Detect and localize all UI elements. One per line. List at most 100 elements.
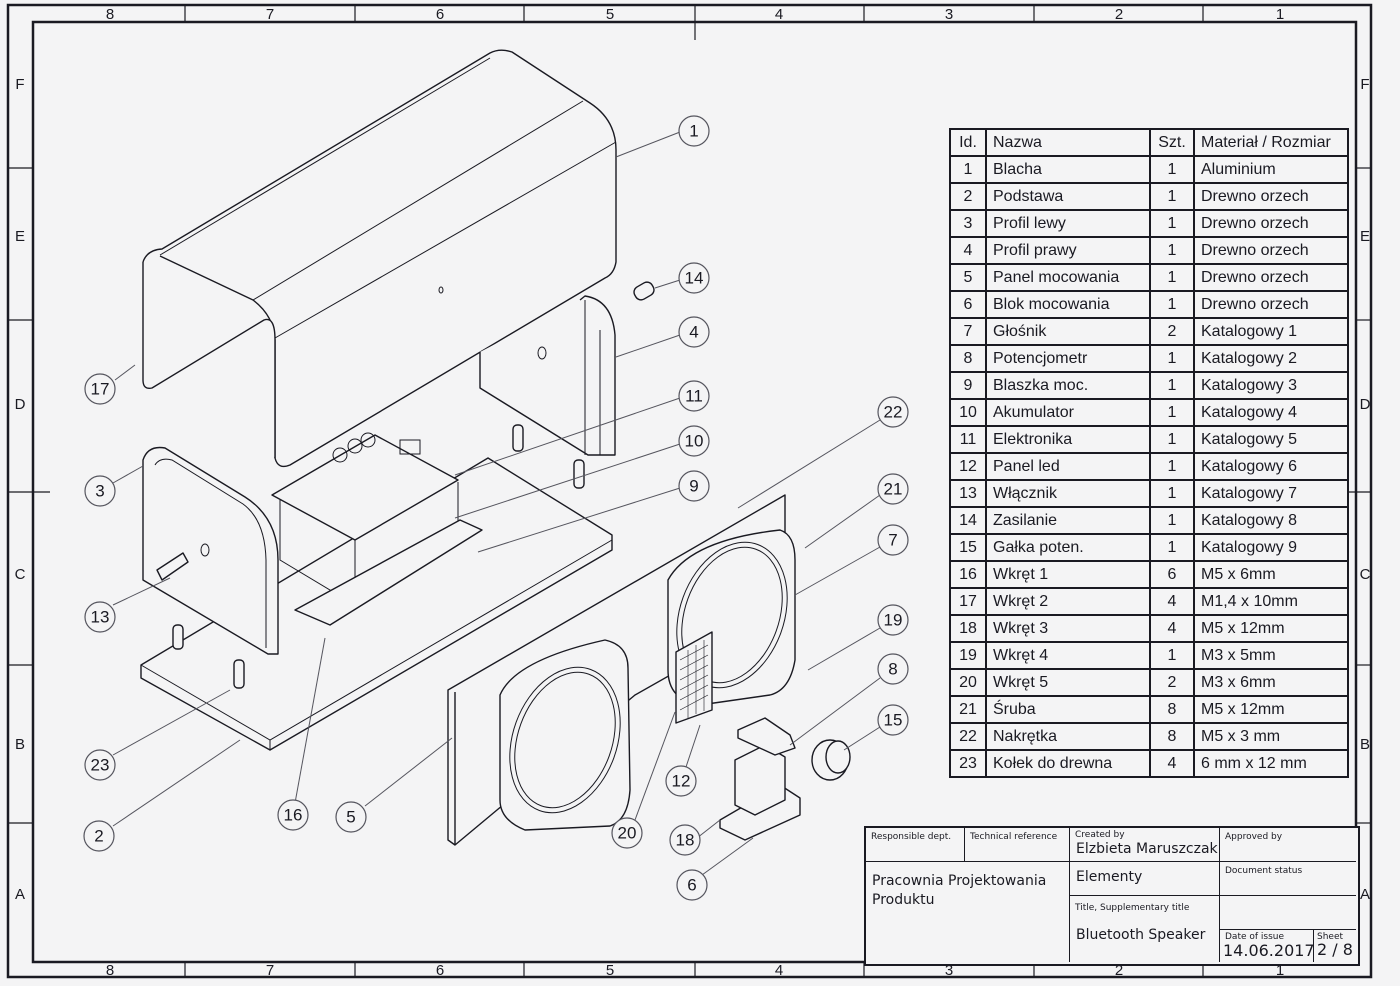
zone-row-A-left: A bbox=[14, 886, 25, 903]
date-of-issue-label: Date of issue bbox=[1225, 932, 1285, 942]
svg-text:22: 22 bbox=[884, 403, 903, 422]
bom-cell-qty: 1 bbox=[1149, 236, 1195, 265]
responsible-dept-cell: Responsible dept. bbox=[866, 828, 965, 862]
svg-text:16: 16 bbox=[284, 806, 303, 825]
bom-cell-material: Drewno orzech bbox=[1193, 263, 1349, 292]
svg-text:9: 9 bbox=[689, 477, 698, 496]
bom-header-row: Id. Nazwa Szt. Materiał / Rozmiar bbox=[949, 128, 1349, 157]
part-12-panel-led bbox=[675, 631, 713, 724]
callout-11: 11 bbox=[678, 380, 710, 412]
bom-cell-material: M5 x 3 mm bbox=[1193, 722, 1349, 751]
bom-cell-id: 6 bbox=[949, 290, 987, 319]
bom-cell-qty: 1 bbox=[1149, 209, 1195, 238]
bom-cell-qty: 4 bbox=[1149, 587, 1195, 616]
document-status-cell: Document status bbox=[1220, 862, 1356, 896]
bom-cell-id: 4 bbox=[949, 236, 987, 265]
callout-18: 18 bbox=[669, 824, 701, 856]
title-block: Responsible dept. Technical reference Cr… bbox=[864, 826, 1360, 966]
bom-cell-name: Blacha bbox=[985, 155, 1151, 184]
bom-cell-name: Wkręt 5 bbox=[985, 668, 1151, 697]
bom-cell-id: 8 bbox=[949, 344, 987, 373]
bom-cell-qty: 1 bbox=[1149, 425, 1195, 454]
bom-cell-id: 22 bbox=[949, 722, 987, 751]
bom-cell-material: Katalogowy 9 bbox=[1193, 533, 1349, 562]
bom-cell-id: 13 bbox=[949, 479, 987, 508]
callout-16: 16 bbox=[277, 799, 309, 831]
bom-cell-name: Włącznik bbox=[985, 479, 1151, 508]
bom-cell-qty: 1 bbox=[1149, 398, 1195, 427]
bom-cell-name: Kołek do drewna bbox=[985, 749, 1151, 778]
zone-col-4-bottom: 4 bbox=[774, 962, 784, 979]
svg-text:23: 23 bbox=[91, 756, 110, 775]
bom-cell-name: Akumulator bbox=[985, 398, 1151, 427]
svg-text:17: 17 bbox=[91, 380, 110, 399]
svg-text:15: 15 bbox=[884, 711, 903, 730]
callout-23: 23 bbox=[84, 749, 116, 781]
sheet-cell: Sheet 2 / 8 bbox=[1314, 930, 1356, 962]
created-by-value: Elzbieta Maruszczak bbox=[1076, 841, 1218, 857]
bom-cell-qty: 1 bbox=[1149, 479, 1195, 508]
bom-cell-material: 6 mm x 12 mm bbox=[1193, 749, 1349, 778]
svg-text:7: 7 bbox=[888, 531, 897, 550]
callout-2: 2 bbox=[83, 820, 115, 852]
callout-13: 13 bbox=[84, 601, 116, 633]
bom-cell-name: Zasilanie bbox=[985, 506, 1151, 535]
created-by-label: Created by bbox=[1075, 830, 1125, 840]
bom-cell-id: 19 bbox=[949, 641, 987, 670]
zone-row-E-right: E bbox=[1359, 228, 1370, 245]
part-14-zasilanie bbox=[633, 281, 655, 301]
zone-row-F-left: F bbox=[15, 76, 25, 93]
zone-col-1-top: 1 bbox=[1275, 6, 1285, 23]
technical-reference-cell: Technical reference bbox=[965, 828, 1070, 862]
bill-of-materials-table: Id. Nazwa Szt. Materiał / Rozmiar 1 Blach… bbox=[949, 128, 1349, 778]
bom-cell-id: 3 bbox=[949, 209, 987, 238]
svg-text:12: 12 bbox=[672, 772, 691, 791]
svg-text:13: 13 bbox=[91, 608, 110, 627]
date-of-issue-value: 14.06.2017 bbox=[1223, 941, 1315, 960]
bom-cell-material: M5 x 12mm bbox=[1193, 614, 1349, 643]
sheet-label: Sheet bbox=[1317, 932, 1344, 942]
svg-text:14: 14 bbox=[685, 269, 704, 288]
bom-cell-qty: 4 bbox=[1149, 749, 1195, 778]
bom-cell-name: Blok mocowania bbox=[985, 290, 1151, 319]
document-type-cell: Elementy bbox=[1070, 862, 1220, 896]
outer-border bbox=[6, 3, 1373, 979]
zone-col-3-top: 3 bbox=[944, 6, 954, 23]
part-23-kolki bbox=[172, 424, 585, 689]
bom-cell-name: Wkręt 1 bbox=[985, 560, 1151, 589]
callout-12: 12 bbox=[665, 765, 697, 797]
organization-name: Pracownia Projektowania Produktu bbox=[872, 873, 1047, 908]
document-type-value: Elementy bbox=[1076, 869, 1143, 885]
zone-col-7-top: 7 bbox=[265, 6, 275, 23]
callout-10: 10 bbox=[678, 425, 710, 457]
zone-col-5-bottom: 5 bbox=[605, 962, 615, 979]
bom-cell-name: Profil lewy bbox=[985, 209, 1151, 238]
zone-col-2-top: 2 bbox=[1114, 6, 1124, 23]
bom-cell-material: M3 x 6mm bbox=[1193, 668, 1349, 697]
svg-text:18: 18 bbox=[676, 831, 695, 850]
zone-row-F-right: F bbox=[1360, 76, 1370, 93]
bom-cell-name: Profil prawy bbox=[985, 236, 1151, 265]
created-by-cell: Created by Elzbieta Maruszczak bbox=[1070, 828, 1220, 862]
bom-cell-qty: 1 bbox=[1149, 290, 1195, 319]
callout-19: 19 bbox=[877, 604, 909, 636]
part-9-blaszka bbox=[294, 519, 483, 626]
svg-text:2: 2 bbox=[94, 827, 103, 846]
zone-col-5-top: 5 bbox=[605, 6, 615, 23]
bom-cell-qty: 1 bbox=[1149, 533, 1195, 562]
bom-cell-id: 23 bbox=[949, 749, 987, 778]
